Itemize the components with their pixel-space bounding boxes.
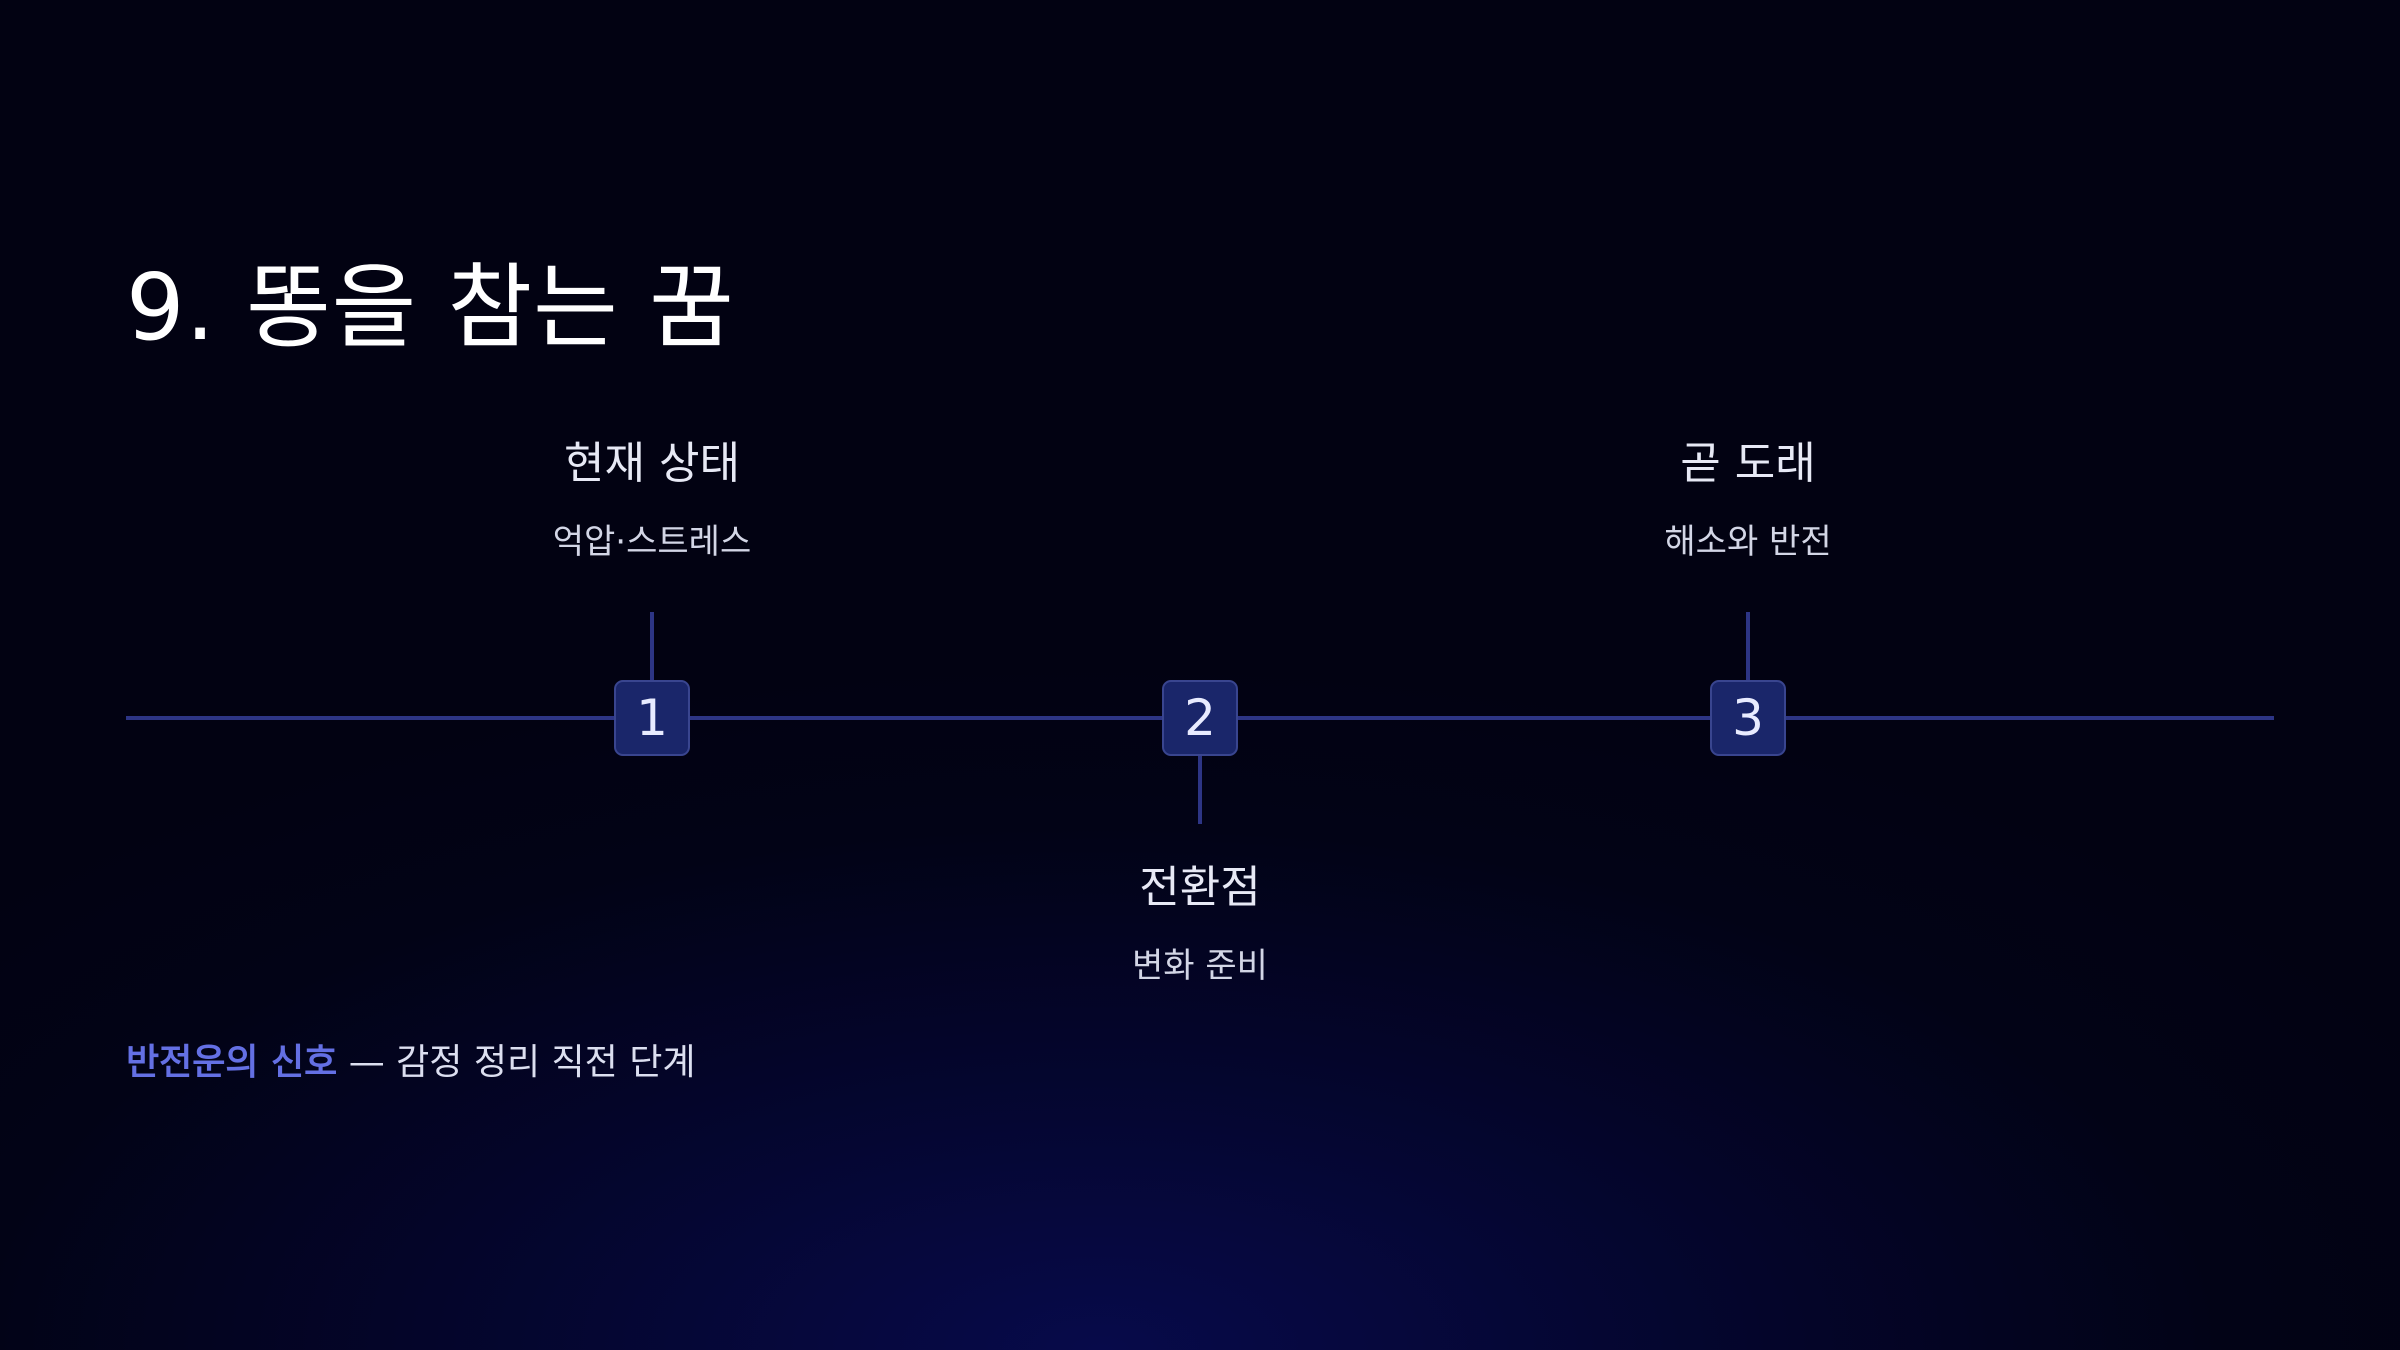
step-3-title: 곧 도래 xyxy=(1680,438,1816,489)
step-1-subtitle: 억압·스트레스 xyxy=(552,522,752,562)
slide-title: 9. 똥을 참는 꿈 xyxy=(126,254,735,361)
step-1-connector xyxy=(650,612,654,680)
step-3-connector xyxy=(1746,612,1750,680)
step-3-subtitle: 해소와 반전 xyxy=(1664,522,1832,562)
footer-text: — 감정 정리 직전 단계 xyxy=(337,1042,696,1083)
step-1-node: 1 xyxy=(614,680,690,756)
step-2-node: 2 xyxy=(1162,680,1238,756)
footer-note: 반전운의 신호 — 감정 정리 직전 단계 xyxy=(126,1036,695,1090)
step-3-node: 3 xyxy=(1710,680,1786,756)
step-2-subtitle: 변화 준비 xyxy=(1132,946,1268,986)
step-2-title: 전환점 xyxy=(1139,862,1261,913)
step-2-connector xyxy=(1198,756,1202,824)
footer-highlight: 반전운의 신호 xyxy=(126,1042,338,1083)
step-1-title: 현재 상태 xyxy=(564,438,740,489)
